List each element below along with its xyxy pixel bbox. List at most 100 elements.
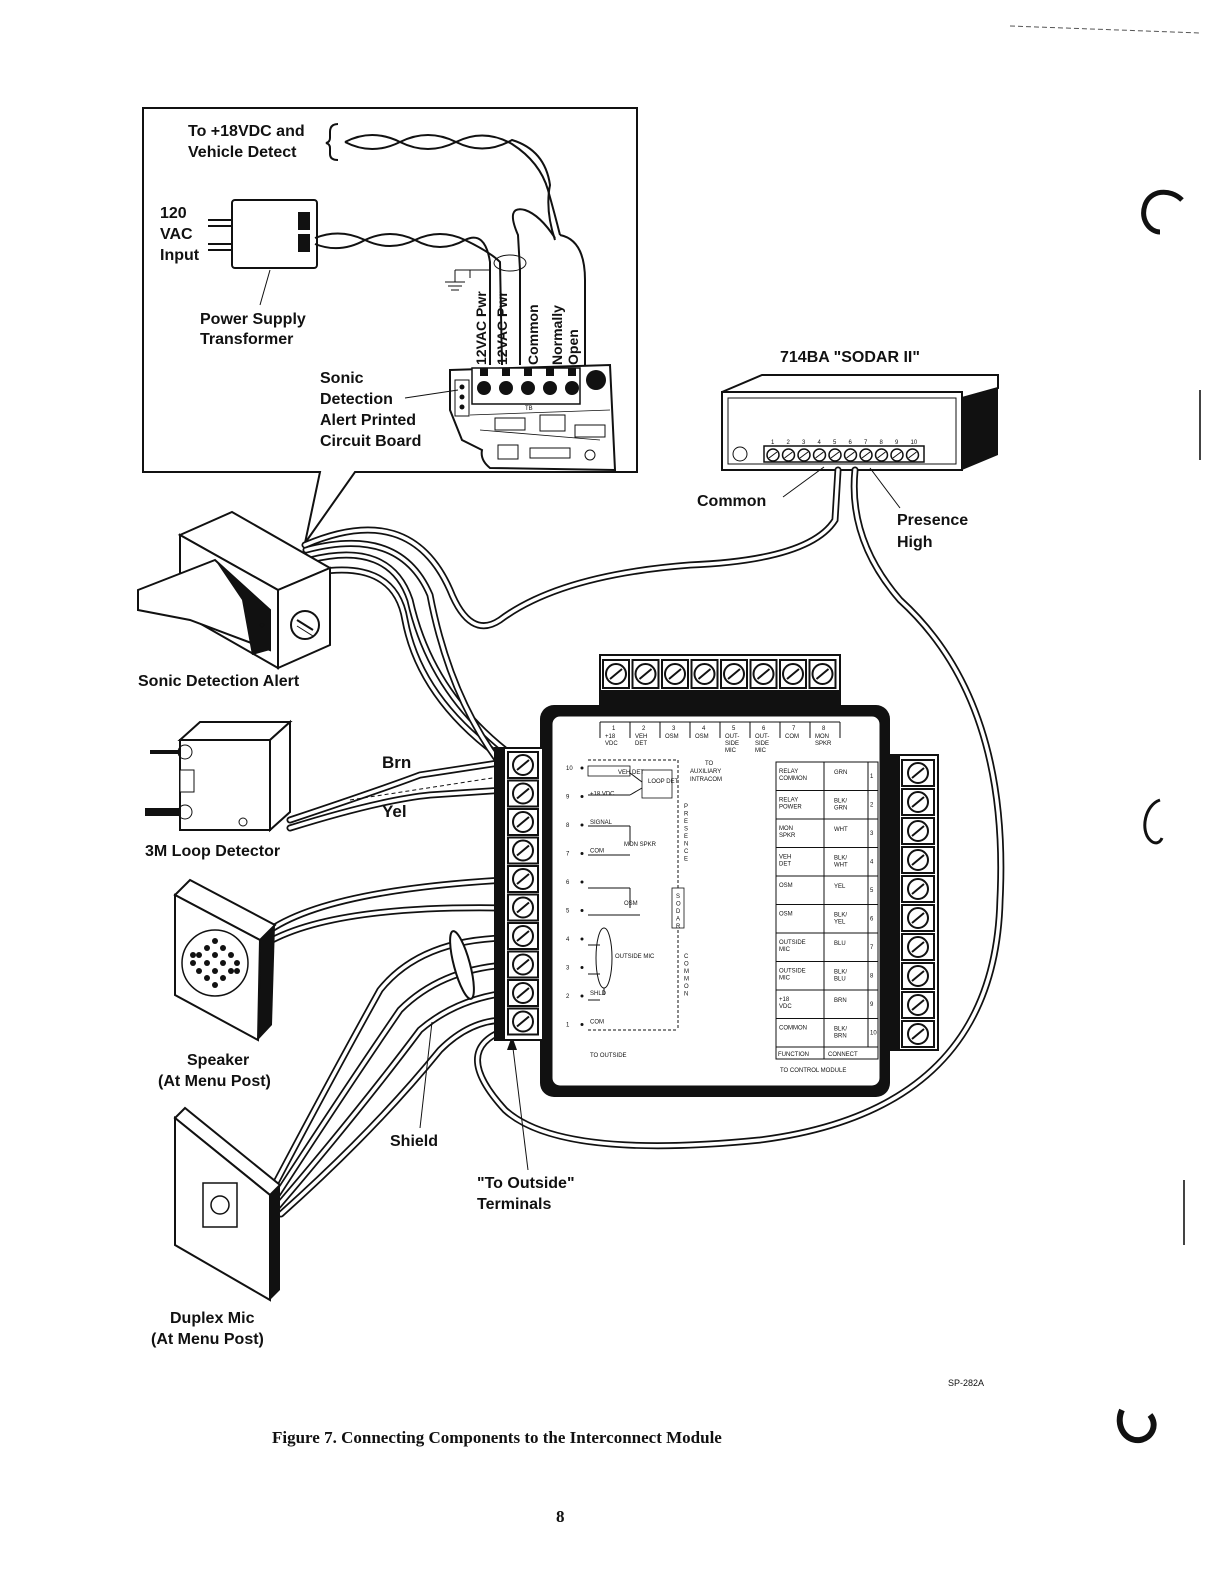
- sodar-terminal-number: 8: [880, 440, 884, 446]
- sodar-terminal-number: 4: [818, 440, 822, 446]
- sodar-terminal-number: 10: [911, 440, 918, 446]
- left-terminal-screw: [507, 922, 539, 950]
- module-to-aux-1: TO: [705, 761, 714, 767]
- sodar-unit: 714BA "SODAR II": [721, 349, 999, 471]
- sodar-title: 714BA "SODAR II": [780, 349, 920, 366]
- right-table-function: OSM: [779, 912, 793, 918]
- top-header-label: SIDE: [725, 741, 739, 747]
- yel-wire-dash: [349, 775, 506, 801]
- figure-caption: Figure 7. Connecting Components to the I…: [272, 1428, 722, 1447]
- grille-hole: [228, 968, 234, 974]
- grille-hole: [228, 952, 234, 958]
- inset-18vdc-line1: To +18VDC and: [188, 123, 305, 140]
- right-table-function: SPKR: [779, 833, 796, 839]
- right-table-function: OUTSIDE: [779, 969, 806, 975]
- top-header-number: 6: [762, 726, 766, 732]
- inset-18vdc-line2: Vehicle Detect: [188, 144, 297, 161]
- right-table-color: WHT: [834, 863, 848, 869]
- right-table-color: WHT: [834, 827, 848, 833]
- vertical-letter: P: [684, 804, 688, 810]
- module-to-outside: TO OUTSIDE: [590, 1053, 627, 1059]
- vertical-letter: M: [684, 977, 689, 983]
- vertical-letter: O: [684, 984, 689, 990]
- term-label-open: Open: [565, 329, 581, 365]
- module-mon-spkr: MON SPKR: [624, 842, 657, 848]
- vertical-letter: N: [684, 842, 688, 848]
- to-outside-line1: "To Outside": [477, 1175, 575, 1192]
- top-header-label: MIC: [755, 748, 767, 754]
- grille-hole: [220, 960, 226, 966]
- top-header-number: 8: [822, 726, 826, 732]
- right-table-number: 9: [870, 1002, 874, 1008]
- grille-hole: [234, 960, 240, 966]
- vertical-letter: S: [676, 894, 680, 900]
- grille-hole: [234, 968, 240, 974]
- scan-artifact-line: [1009, 25, 1201, 34]
- right-table-number: 2: [870, 803, 874, 809]
- grille-hole: [204, 975, 210, 981]
- module-to-aux-3: INTRACOM: [690, 777, 722, 783]
- left-row-label: COM: [590, 849, 604, 855]
- right-table-color: BLK/: [834, 1027, 847, 1033]
- top-terminal-screw: [602, 659, 630, 689]
- vac-line1: 120: [160, 205, 187, 222]
- sodar-common-leader: [782, 466, 825, 498]
- top-terminal-screw: [808, 659, 837, 689]
- brace-icon: [325, 123, 339, 161]
- grille-hole: [212, 982, 218, 988]
- term-label-12vac-2: 12VAC Pwr: [494, 291, 510, 365]
- vertical-letter: S: [684, 827, 688, 833]
- right-table-color: BLK/: [834, 970, 847, 976]
- sodar-presence-line2: High: [897, 534, 933, 551]
- right-table-number: 6: [870, 917, 874, 923]
- top-header-label: OUT-: [755, 734, 769, 740]
- vertical-letter: C: [684, 954, 689, 960]
- right-terminal-screw: [901, 933, 935, 961]
- module-veh-det-tag: VEH DET: [618, 770, 644, 776]
- mic-label-line2: (At Menu Post): [151, 1331, 264, 1348]
- to-outside-arrowhead: [507, 1036, 517, 1050]
- vertical-letter: O: [684, 962, 689, 968]
- speaker-grille-icon: [190, 938, 240, 988]
- right-terminal-screw: [901, 788, 935, 816]
- left-row-number: 2: [566, 994, 570, 1000]
- grille-hole: [204, 945, 210, 951]
- sodar-terminal-number: 1: [771, 440, 775, 446]
- top-header-label: +18: [605, 734, 616, 740]
- right-terminal-screw: [901, 991, 935, 1019]
- top-terminal-screw: [661, 659, 689, 689]
- right-table-number: 8: [870, 974, 874, 980]
- vertical-letter: M: [684, 969, 689, 975]
- vac-line2: VAC: [160, 226, 193, 243]
- top-header-number: 1: [612, 726, 616, 732]
- right-table-number: 7: [870, 945, 874, 951]
- sonic-alert-icon: [137, 510, 333, 670]
- wire-common-lead: [511, 208, 556, 271]
- right-table-number: 1: [870, 774, 874, 780]
- wire-label-yel: Yel: [382, 802, 407, 821]
- module-sodar-vertical: SODAR: [676, 894, 681, 930]
- right-table-color: BLK/: [834, 856, 847, 862]
- vertical-letter: E: [684, 819, 688, 825]
- right-table-number: 3: [870, 831, 874, 837]
- module-common-vertical: COMMON: [684, 954, 689, 998]
- sodar-presence-leader: [869, 467, 901, 509]
- right-table-footer-to-control: TO CONTROL MODULE: [780, 1068, 846, 1074]
- right-terminal-screw: [901, 846, 935, 874]
- term-label-common: Common: [525, 304, 541, 365]
- top-header-number: 7: [792, 726, 796, 732]
- left-row-number: 9: [566, 795, 570, 801]
- top-header-label: OSM: [665, 734, 679, 740]
- right-terminal-screw: [901, 904, 935, 932]
- right-terminal-screw: [901, 1020, 935, 1048]
- top-header-label: SIDE: [755, 741, 769, 747]
- top-header-label: MIC: [725, 748, 737, 754]
- right-table-function: COMMON: [779, 1026, 807, 1032]
- ref-code: SP-282A: [948, 1378, 984, 1388]
- grille-hole: [196, 968, 202, 974]
- pcb-board-icon: [449, 363, 617, 472]
- top-header-label: DET: [635, 741, 647, 747]
